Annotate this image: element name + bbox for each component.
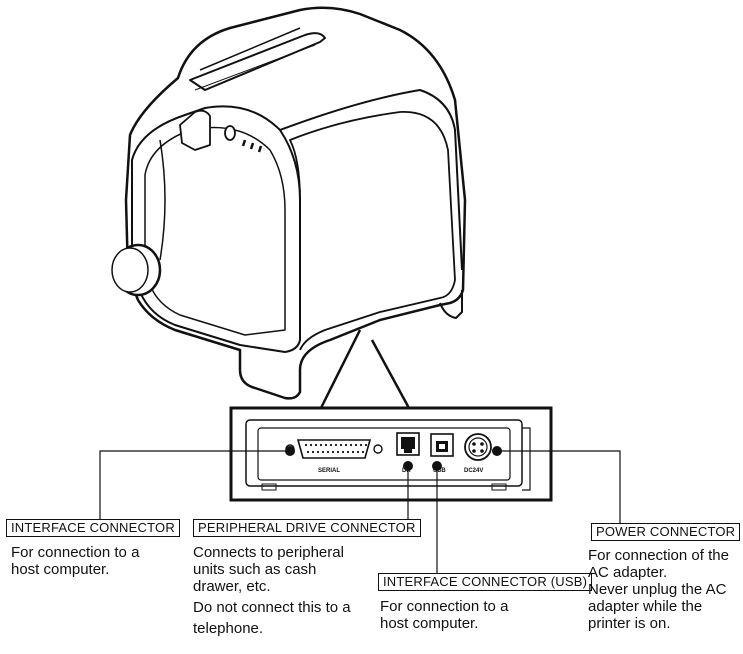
serial-pins bbox=[304, 443, 368, 454]
description-line: Connects to peripheral bbox=[193, 544, 344, 561]
usb-connector-description: For connection to a host computer. bbox=[380, 598, 508, 632]
description-line: printer is on. bbox=[588, 615, 671, 632]
description-line: adapter while the bbox=[588, 598, 703, 615]
interface-connector-description: For connection to a host computer. bbox=[11, 544, 139, 578]
description-note: Do not connect this to a bbox=[193, 599, 351, 616]
usb-connector-title: INTERFACE CONNECTOR (USB) bbox=[378, 573, 593, 591]
description-line: drawer, etc. bbox=[193, 578, 271, 595]
description-line: For connection to a bbox=[380, 598, 509, 615]
dk-port-label: DK bbox=[402, 468, 411, 474]
printer-body bbox=[111, 6, 467, 400]
leader-lines bbox=[99, 450, 621, 574]
description-note: telephone. bbox=[193, 620, 264, 637]
description-line: AC adapter. bbox=[588, 564, 668, 581]
description-line: host computer. bbox=[11, 561, 110, 578]
dc-port bbox=[464, 433, 492, 461]
description-line: Never unplug the AC bbox=[588, 581, 727, 598]
power-connector-description: For connection of the AC adapter. Never … bbox=[588, 547, 729, 632]
rear-panel-box bbox=[229, 406, 553, 502]
dc-port-label: DC24V bbox=[464, 468, 483, 474]
power-connector-title: POWER CONNECTOR bbox=[591, 523, 741, 541]
dk-port bbox=[396, 432, 420, 456]
peripheral-drive-connector-description: Connects to peripheral units such as cas… bbox=[193, 544, 351, 637]
serial-port-label: SERIAL bbox=[318, 468, 340, 474]
usb-port bbox=[430, 433, 454, 457]
peripheral-drive-connector-title: PERIPHERAL DRIVE CONNECTOR bbox=[193, 519, 421, 537]
usb-port-label: USB bbox=[433, 468, 446, 474]
interface-connector-title: INTERFACE CONNECTOR bbox=[6, 519, 180, 537]
description-line: For connection of the bbox=[588, 547, 729, 564]
description-line: units such as cash bbox=[193, 561, 317, 578]
zoom-lines bbox=[318, 329, 412, 411]
description-line: host computer. bbox=[380, 615, 479, 632]
description-line: For connection to a bbox=[11, 544, 140, 561]
